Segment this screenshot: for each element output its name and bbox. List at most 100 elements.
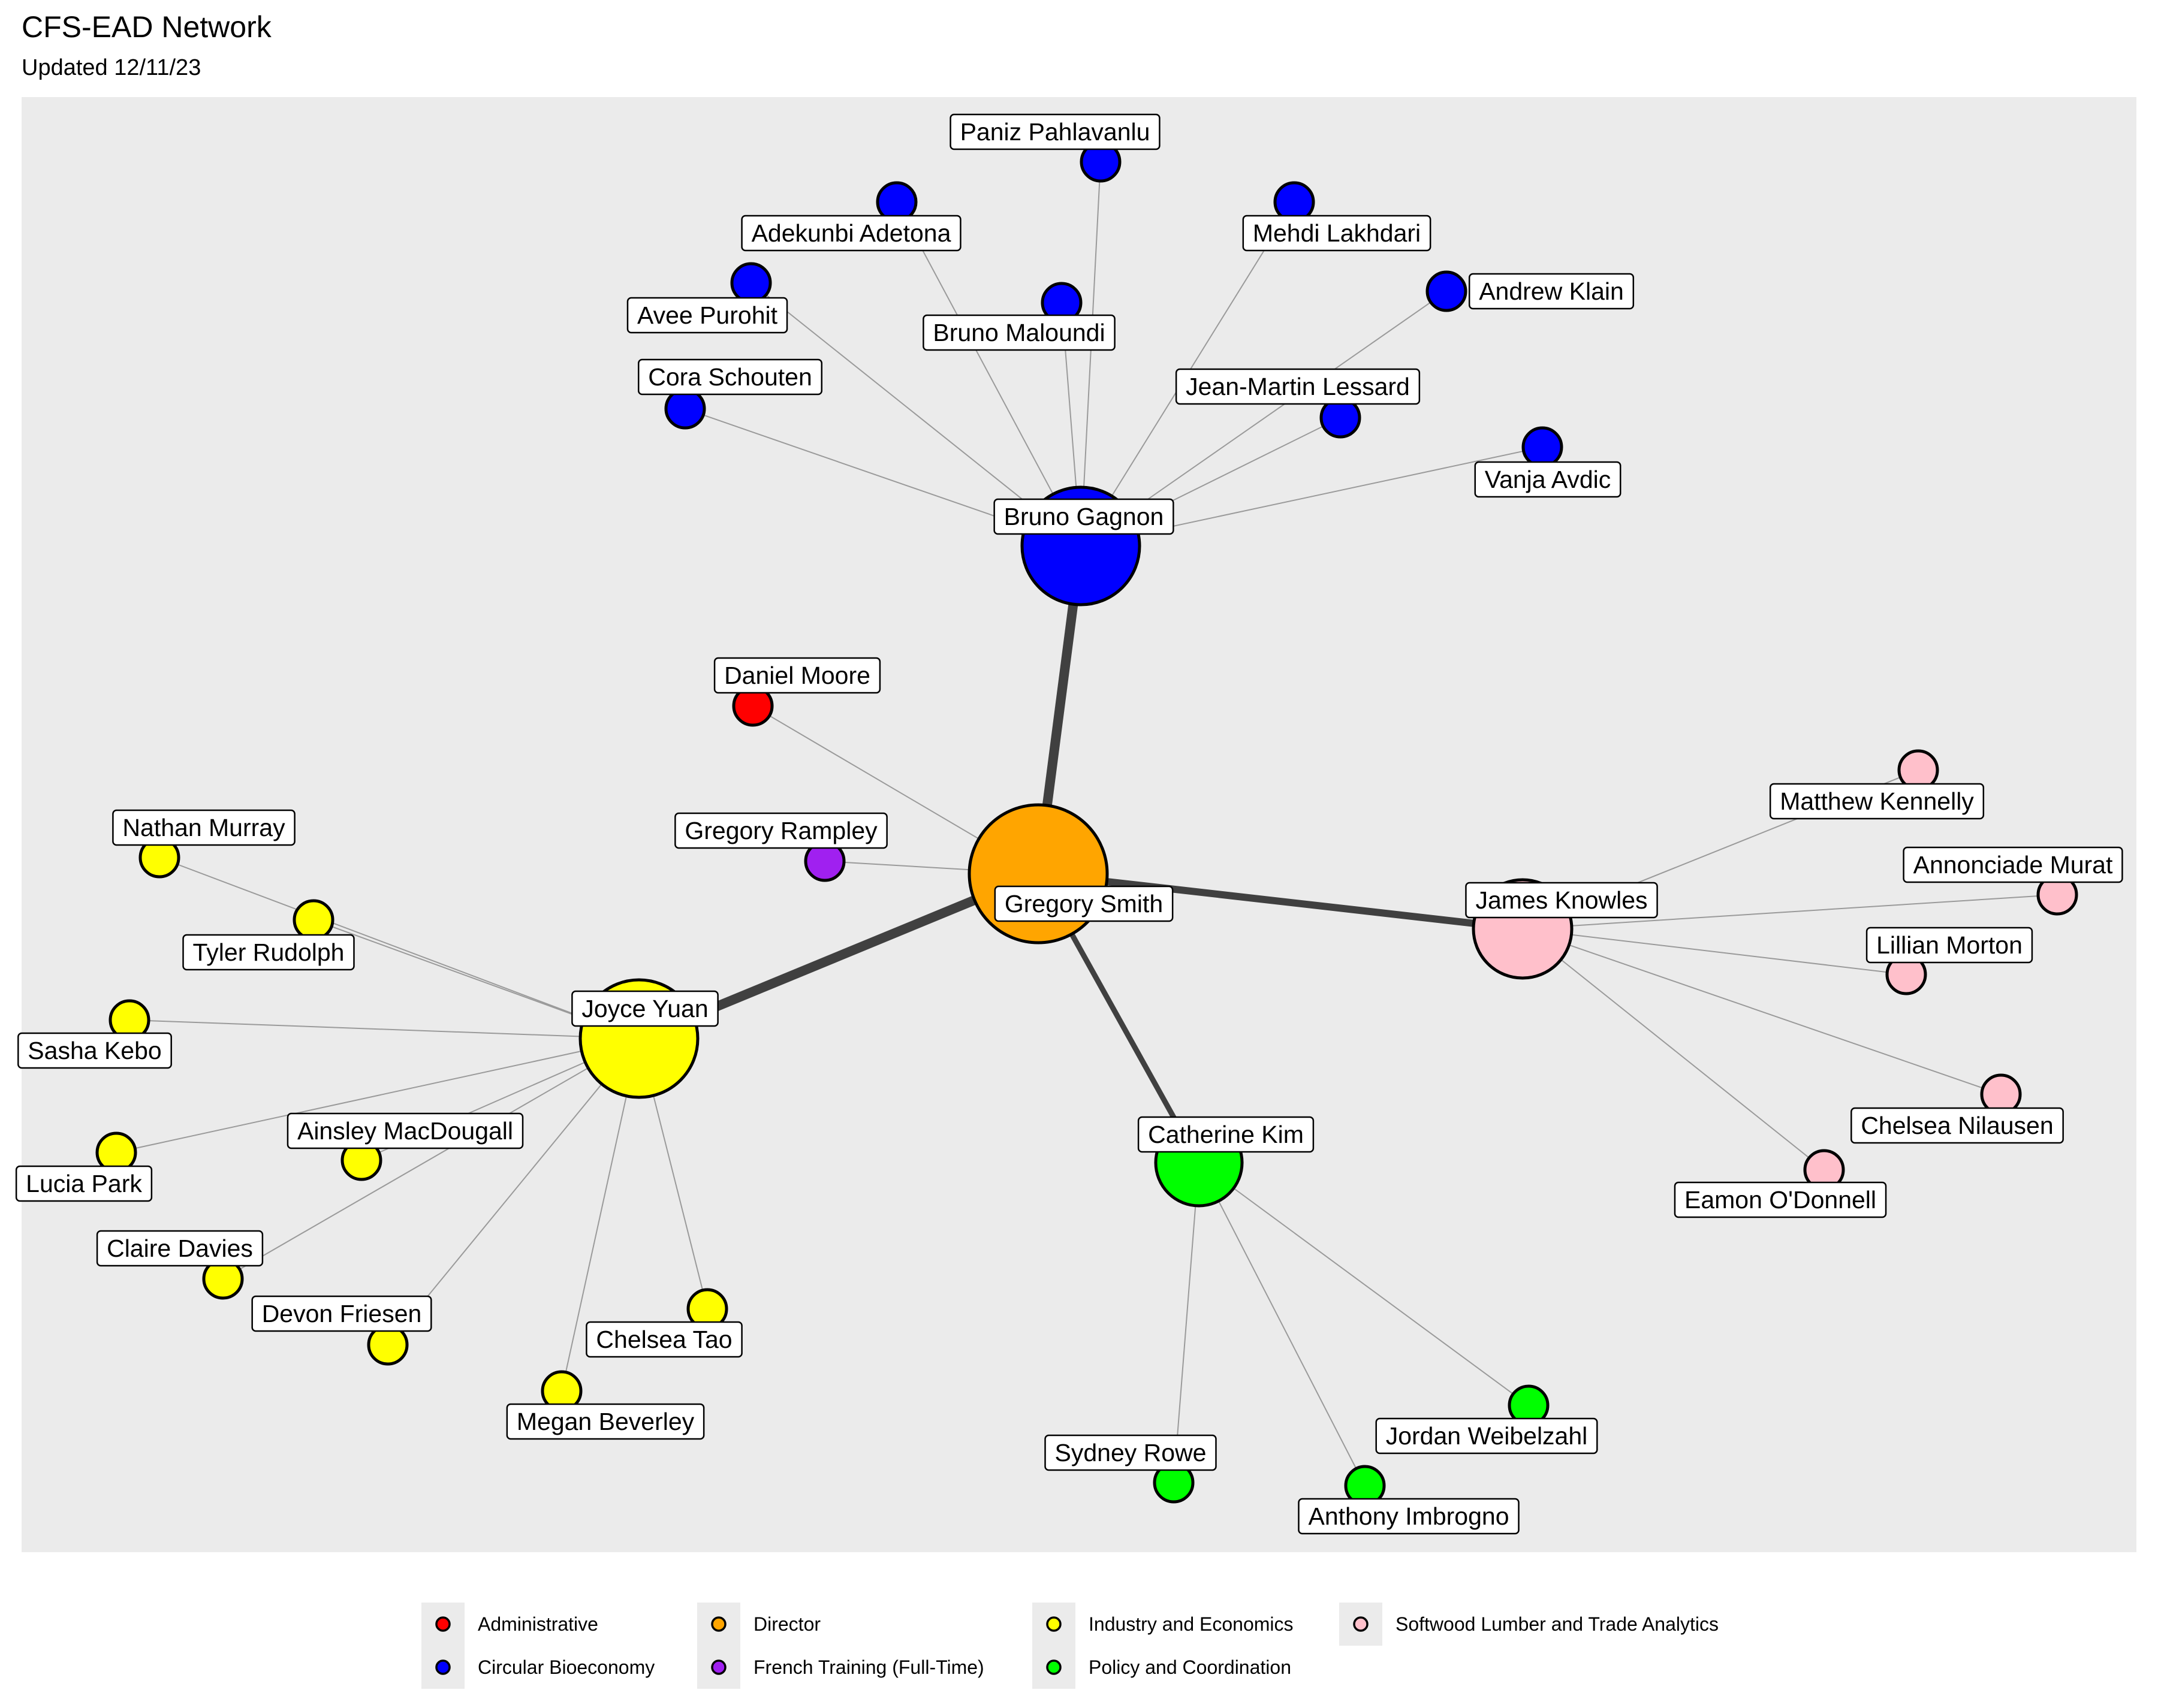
- node-label-text: Bruno Gagnon: [1004, 503, 1164, 530]
- node-label-text: Jean-Martin Lessard: [1186, 373, 1410, 400]
- node-label-lpark: Lucia Park: [15, 1165, 153, 1202]
- node-label-text: Mehdi Lakhdari: [1253, 219, 1421, 247]
- node-gsmith[interactable]: [968, 803, 1109, 944]
- label-box: [626, 297, 788, 334]
- node-label-cdavies: Claire Davies: [96, 1230, 264, 1267]
- legend-label: Director: [754, 1613, 821, 1635]
- node-label-dmoore: Daniel Moore: [713, 657, 881, 694]
- node-label-text: Sasha Kebo: [28, 1037, 161, 1064]
- node-label-aadetona: Adekunbi Adetona: [741, 215, 962, 252]
- node-label-srowe: Sydney Rowe: [1044, 1434, 1217, 1471]
- label-box: [923, 314, 1116, 351]
- node-label-text: Tyler Rudolph: [193, 939, 345, 966]
- figure-title: CFS-EAD Network: [22, 10, 272, 44]
- node-label-amurat: Annonciade Murat: [1903, 846, 2123, 883]
- edge-jknowles-cnilausen: [1522, 928, 2002, 1095]
- node-label-text: Adekunbi Adetona: [752, 219, 951, 247]
- edge-jknowles-lmorton: [1522, 928, 1907, 975]
- node-label-cschouten: Cora Schouten: [637, 358, 823, 396]
- node-aklain[interactable]: [1425, 270, 1467, 312]
- edge-jyuan-skebo: [129, 1019, 640, 1039]
- node-label-text: Claire Davies: [107, 1235, 253, 1262]
- label-box: [1175, 368, 1421, 405]
- node-label-nmurray: Nathan Murray: [112, 809, 296, 846]
- label-box: [506, 1403, 705, 1440]
- legend-label: French Training (Full-Time): [754, 1656, 984, 1678]
- label-box: [1137, 1116, 1315, 1153]
- node-label-text: Lillian Morton: [1876, 931, 2023, 959]
- label-box: [96, 1230, 264, 1267]
- node-label-trudolph: Tyler Rudolph: [182, 934, 355, 971]
- node-label-bgagnon: Bruno Gagnon: [993, 498, 1174, 535]
- node-label-text: Chelsea Nilausen: [1861, 1112, 2053, 1139]
- legend-item-bio: Circular Bioeconomy: [421, 1646, 655, 1689]
- legend-item-ind: Industry and Economics: [1032, 1603, 1294, 1646]
- edge-jyuan-cdavies: [222, 1038, 640, 1280]
- legend-item-admin: Administrative: [421, 1603, 598, 1646]
- legend-swatch: [711, 1616, 727, 1632]
- node-label-dfriesen: Devon Friesen: [251, 1295, 432, 1332]
- label-box: [251, 1295, 432, 1332]
- node-label-text: Bruno Maloundi: [933, 319, 1105, 346]
- label-box: [1850, 1107, 2064, 1144]
- edge-gsmith-jknowles: [1038, 870, 1523, 933]
- label-box: [1769, 783, 1985, 820]
- label-box: [17, 1032, 172, 1069]
- node-label-text: Anthony Imbrogno: [1308, 1502, 1509, 1530]
- node-apurohit[interactable]: [730, 262, 772, 304]
- label-box: [1903, 846, 2123, 883]
- label-box: [713, 657, 881, 694]
- label-box: [586, 1321, 743, 1358]
- node-label-jyuan: Joyce Yuan: [571, 990, 719, 1027]
- label-box: [1465, 882, 1658, 919]
- label-box: [1865, 927, 2033, 964]
- label-box: [112, 809, 296, 846]
- node-label-text: Megan Beverley: [517, 1408, 695, 1435]
- node-label-aimbrogno: Anthony Imbrogno: [1298, 1498, 1520, 1535]
- legend-swatch: [435, 1659, 451, 1675]
- node-label-mbeverley: Megan Beverley: [506, 1403, 705, 1440]
- node-label-text: Avee Purohit: [637, 301, 778, 329]
- node-label-mkennelly: Matthew Kennelly: [1769, 783, 1985, 820]
- node-label-text: Daniel Moore: [724, 662, 870, 689]
- node-label-ppahlavanlu: Paniz Pahlavanlu: [950, 113, 1161, 150]
- edge-ckim-srowe: [1173, 1162, 1199, 1483]
- legend-label: Administrative: [478, 1613, 598, 1635]
- legend-label: Circular Bioeconomy: [478, 1656, 655, 1678]
- label-box: [1474, 461, 1621, 498]
- node-trudolph[interactable]: [293, 899, 334, 941]
- label-box: [571, 990, 719, 1027]
- edge-bgagnon-ppahlavanlu: [1080, 161, 1101, 547]
- node-label-text: James Knowles: [1475, 886, 1647, 914]
- legend-label: Industry and Economics: [1089, 1613, 1294, 1635]
- node-label-eodonnell: Eamon O'Donnell: [1674, 1181, 1887, 1218]
- legend-swatch: [711, 1659, 727, 1675]
- label-box: [1044, 1434, 1217, 1471]
- node-label-text: Gregory Rampley: [685, 817, 878, 844]
- edge-jyuan-lpark: [116, 1038, 640, 1153]
- legend-swatch: [435, 1616, 451, 1632]
- node-label-apurohit: Avee Purohit: [626, 297, 788, 334]
- node-label-skebo: Sasha Kebo: [17, 1032, 172, 1069]
- node-label-text: Chelsea Tao: [596, 1326, 732, 1353]
- node-label-text: Eamon O'Donnell: [1684, 1186, 1876, 1214]
- edge-bgagnon-aadetona: [896, 201, 1081, 547]
- node-label-text: Jordan Weibelzahl: [1386, 1422, 1588, 1450]
- edge-ckim-jweibelzahl: [1198, 1162, 1529, 1406]
- node-label-gsmith: Gregory Smith: [994, 885, 1174, 922]
- node-label-text: Lucia Park: [26, 1170, 142, 1197]
- legend-swatch: [1353, 1616, 1369, 1632]
- node-label-text: Nathan Murray: [122, 814, 285, 841]
- node-vavdic[interactable]: [1521, 426, 1563, 468]
- legend-item-french: French Training (Full-Time): [697, 1646, 984, 1689]
- node-label-mlakhdari: Mehdi Lakhdari: [1242, 215, 1431, 252]
- node-label-lmorton: Lillian Morton: [1865, 927, 2033, 964]
- label-box: [637, 358, 823, 396]
- node-label-ckim: Catherine Kim: [1137, 1116, 1315, 1153]
- node-label-text: Matthew Kennelly: [1780, 787, 1974, 815]
- label-box: [287, 1112, 524, 1149]
- node-cschouten[interactable]: [664, 388, 706, 430]
- edge-jyuan-dfriesen: [387, 1038, 640, 1345]
